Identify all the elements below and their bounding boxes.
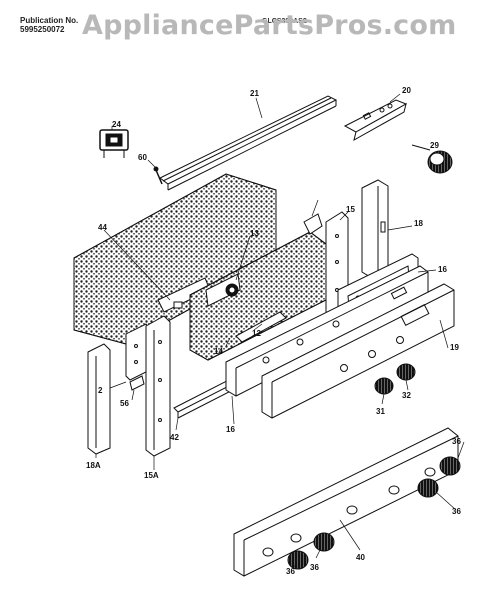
part-24-switch [99, 129, 129, 158]
label-2: 2 [98, 386, 103, 395]
label-56: 56 [120, 399, 129, 408]
publication-label: Publication No. [20, 16, 79, 25]
label-32: 32 [402, 391, 411, 400]
part-20-display-panel [343, 99, 408, 142]
model-number: GLCS389AS2 [262, 18, 307, 25]
part-15a-vertical-bracket [145, 315, 171, 457]
part-18-end-cap [361, 179, 389, 279]
part-56-clip [129, 375, 145, 391]
part-12-bracket [235, 311, 287, 343]
part-60-screw [153, 166, 163, 185]
part-29-knob [411, 144, 453, 174]
part-labels: 21 20 24 60 29 44 13 15 18 16 12 14 19 2… [86, 86, 461, 576]
label-60: 60 [138, 153, 147, 162]
label-36-b: 36 [452, 507, 461, 516]
watermark: AppliancePartsPros.com [82, 10, 457, 41]
part-18a-end-cap [87, 343, 111, 455]
part-31-knob [374, 377, 394, 395]
label-18a: 18A [86, 461, 101, 470]
part-36-knob-d [287, 550, 309, 570]
label-16-upper: 16 [438, 265, 447, 274]
part-19-backguard-glass [261, 283, 455, 419]
part-36-knob-b [417, 478, 439, 498]
part-36-knob-c [313, 532, 335, 552]
part-32-knob [396, 363, 416, 381]
part-40-lower-panel [233, 427, 459, 577]
label-42: 42 [170, 433, 179, 442]
leader-lines [95, 93, 465, 567]
label-13: 13 [250, 229, 259, 238]
label-12: 12 [252, 329, 261, 338]
label-36-c: 36 [286, 567, 295, 576]
part-21-trim-strip [159, 95, 338, 191]
part-44-bracket-right [303, 213, 323, 235]
label-19: 19 [450, 343, 459, 352]
label-40: 40 [356, 553, 365, 562]
label-29: 29 [430, 141, 439, 150]
label-21: 21 [250, 89, 259, 98]
label-36-d: 36 [310, 563, 319, 572]
publication-number: 5995250072 [20, 25, 65, 34]
label-20: 20 [402, 86, 411, 95]
label-24: 24 [112, 120, 121, 129]
label-44-left: 44 [98, 223, 107, 232]
label-16-lower: 16 [226, 425, 235, 434]
label-15: 15 [346, 205, 355, 214]
label-36-a: 36 [452, 437, 461, 446]
label-15a: 15A [144, 471, 159, 480]
label-14: 14 [214, 347, 223, 356]
label-18: 18 [414, 219, 423, 228]
label-31: 31 [376, 407, 385, 416]
part-36-knob-a [439, 456, 461, 476]
